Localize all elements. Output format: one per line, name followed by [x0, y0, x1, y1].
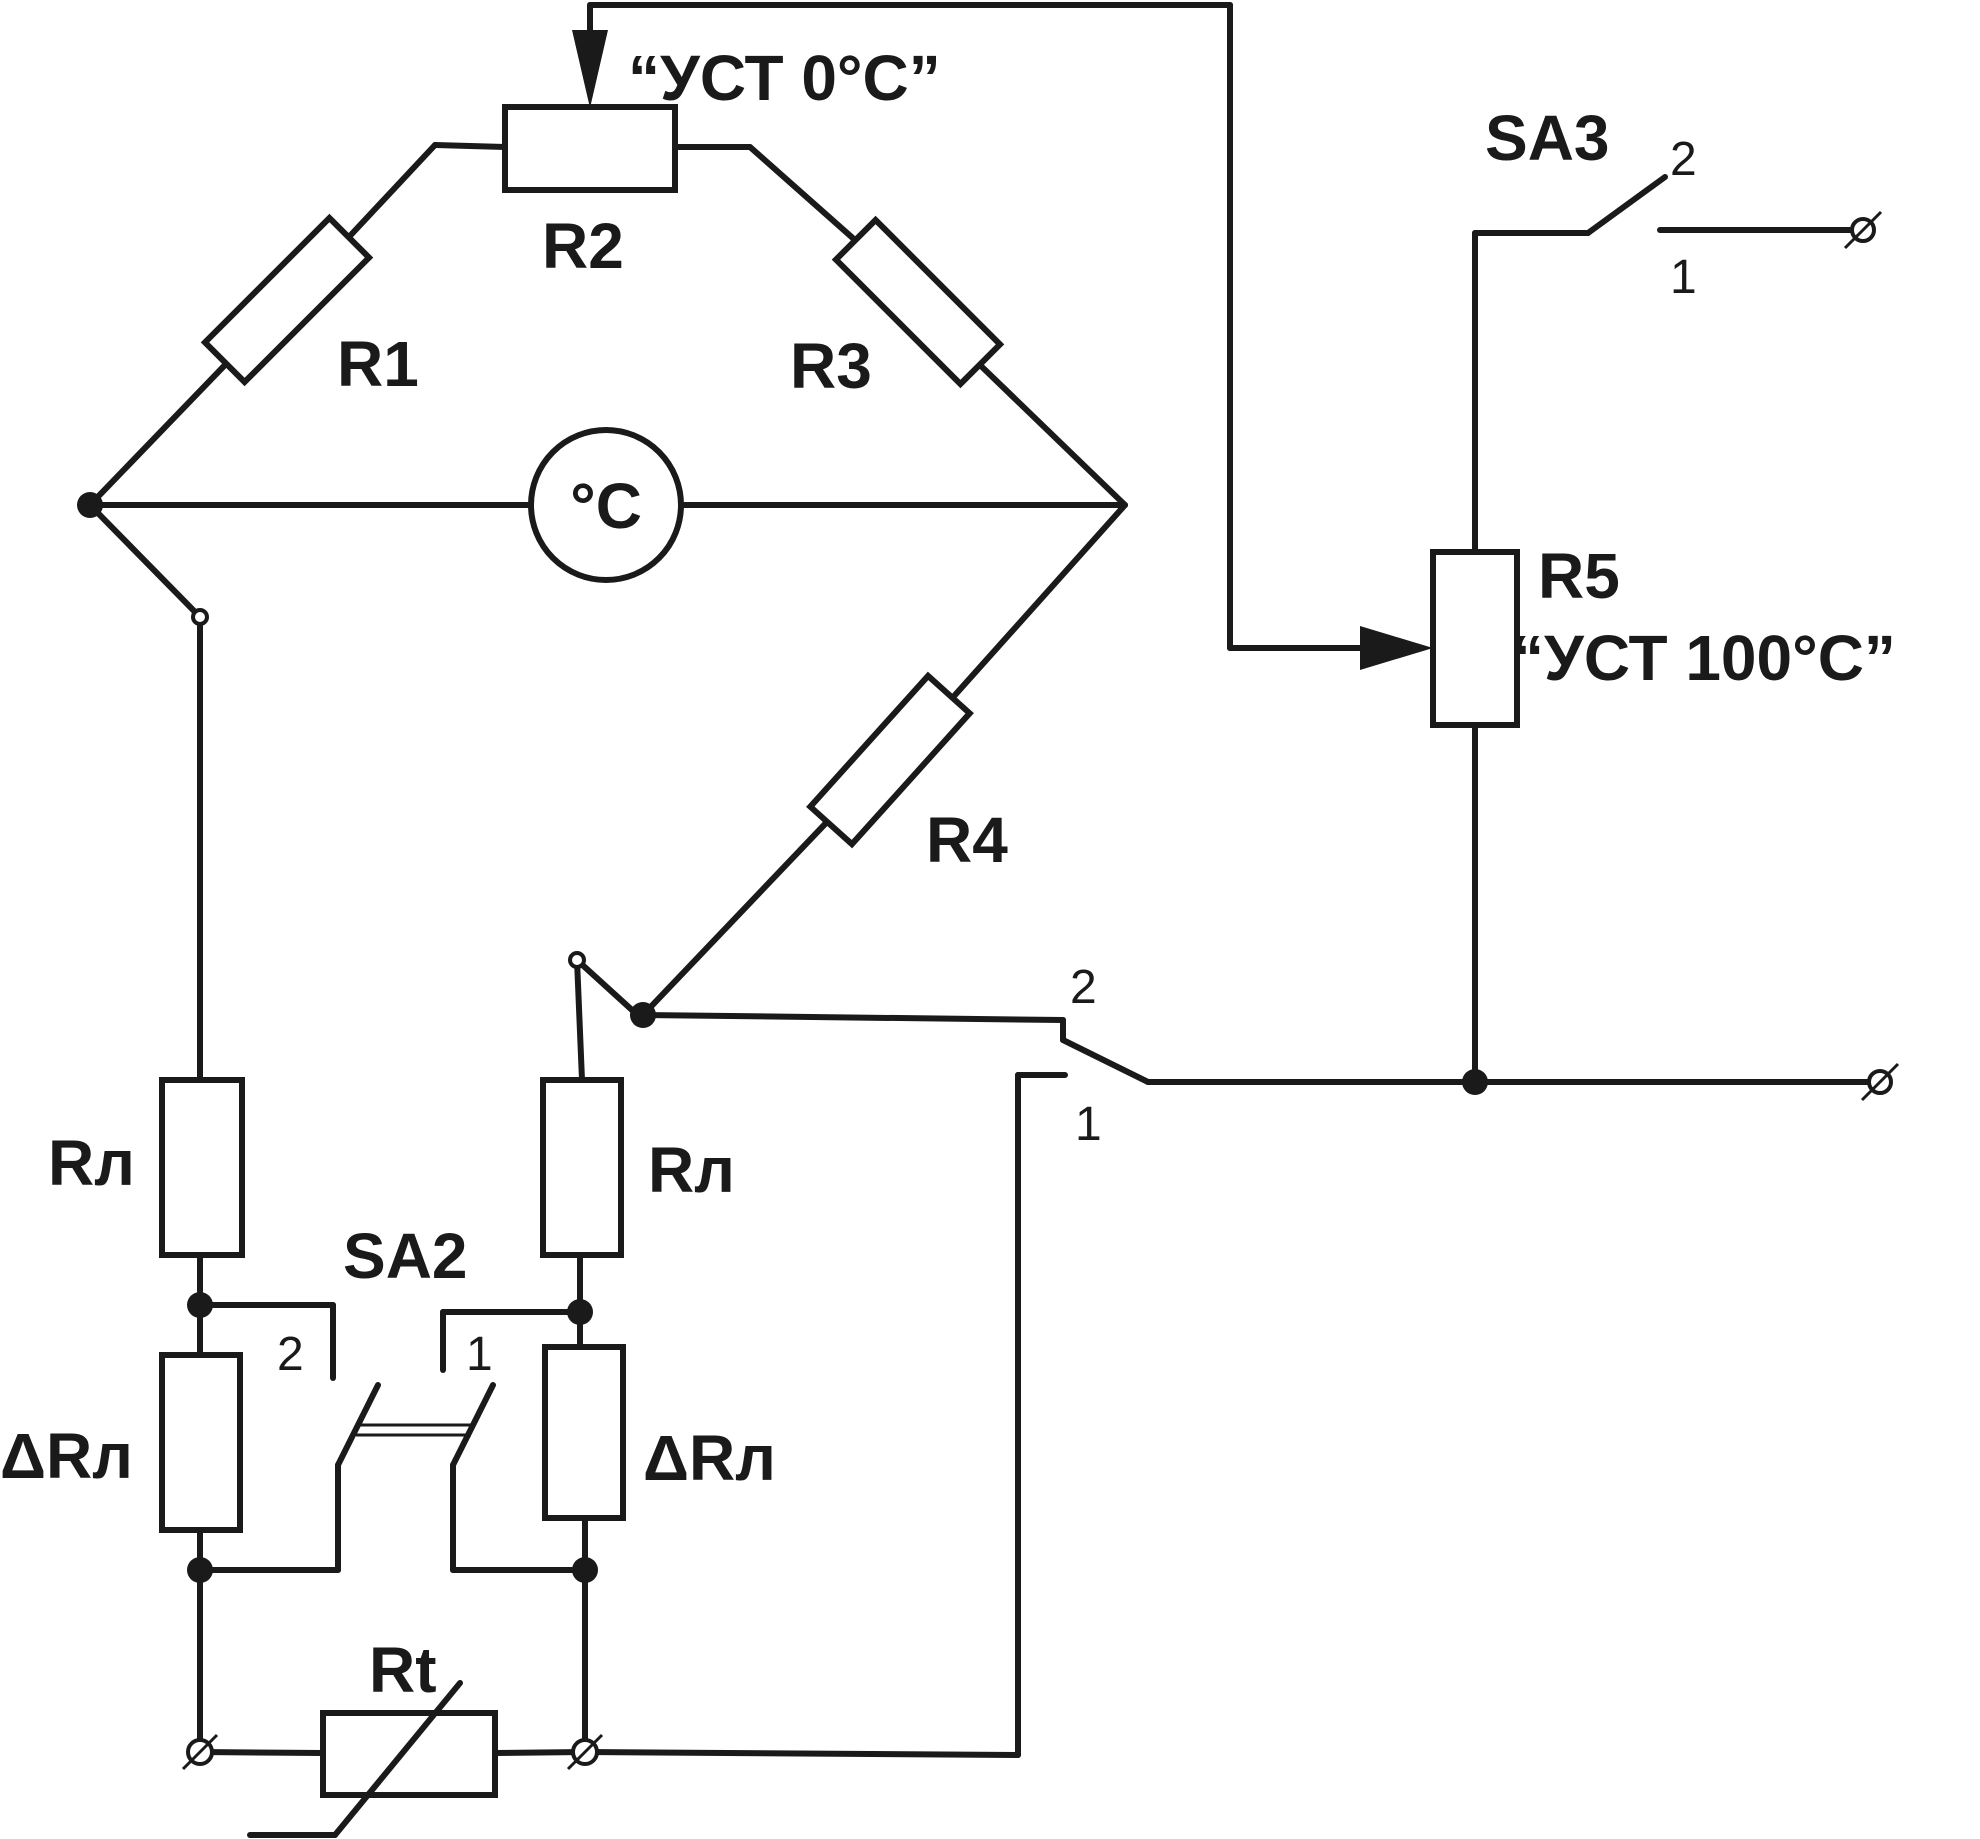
- resistor-drl-left: [159, 1352, 243, 1533]
- wiper-arrows: [572, 30, 1433, 670]
- resistor-r3: [831, 215, 1005, 389]
- label-r5: R5: [1538, 540, 1620, 612]
- terminal-r4: [568, 951, 586, 969]
- resistor-rl-left: [159, 1077, 245, 1258]
- pin-sa3-2: 2: [1670, 133, 1697, 186]
- junction-dot: [77, 492, 103, 518]
- label-r3: R3: [790, 330, 872, 402]
- label-rl-right: Rл: [648, 1134, 735, 1206]
- meter: °C: [528, 427, 684, 583]
- label-rl-left: Rл: [48, 1127, 135, 1199]
- resistor-drl-right: [542, 1344, 626, 1521]
- junction-dot: [187, 1292, 213, 1318]
- resistor-r1: [200, 213, 374, 387]
- label-sa2: SA2: [343, 1220, 468, 1292]
- resistor-r4: [806, 671, 974, 849]
- label-drl-left: ΔRл: [0, 1420, 133, 1492]
- junction-dot: [572, 1557, 598, 1583]
- label-rt: Rt: [369, 1634, 437, 1706]
- sa2-linkage: [356, 1423, 475, 1437]
- junction-dot: [187, 1557, 213, 1583]
- pin-sa1-2: 2: [1070, 961, 1097, 1014]
- pin-sa3-1: 1: [1670, 251, 1697, 304]
- pin-sa1-1: 1: [1075, 1098, 1102, 1151]
- resistor-r2: [502, 104, 678, 193]
- resistor-r5: [1430, 549, 1520, 728]
- labels: “УСТ 0°C” R2 R1 R3 R4 SA3 R5 “УСТ 100°C”…: [0, 42, 1896, 1706]
- label-r1: R1: [337, 328, 419, 400]
- label-sa3: SA3: [1485, 102, 1610, 174]
- r2-wiper-arrow: [572, 30, 608, 108]
- resistors: [159, 104, 1520, 1838]
- label-r2-note: “УСТ 0°C”: [628, 42, 941, 114]
- label-r4: R4: [926, 804, 1008, 876]
- meter-label: °C: [570, 470, 642, 542]
- label-r5-note: “УСТ 100°C”: [1512, 622, 1896, 694]
- junction-dot: [1462, 1069, 1488, 1095]
- label-r2: R2: [542, 210, 624, 282]
- terminals: [181, 210, 1900, 1771]
- resistor-rl-right: [540, 1077, 624, 1258]
- thermistor-rt: [320, 1710, 498, 1798]
- junctions: [77, 492, 1488, 1583]
- junction-dot: [630, 1002, 656, 1028]
- junction-dot: [567, 1299, 593, 1325]
- pin-sa2-2: 2: [277, 1328, 304, 1381]
- r5-wiper-arrow: [1360, 626, 1433, 670]
- terminal-left-top: [191, 608, 209, 626]
- pin-sa2-1: 1: [466, 1328, 493, 1381]
- label-drl-right: ΔRл: [643, 1422, 776, 1494]
- thermistor-diagonal: [332, 1680, 463, 1838]
